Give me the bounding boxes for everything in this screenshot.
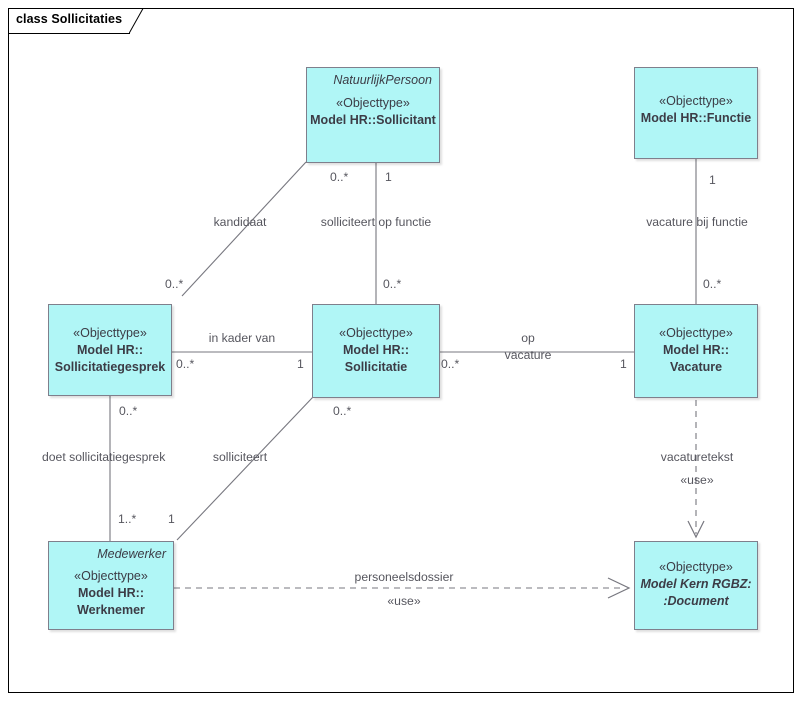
- class-node-werknemer[interactable]: Medewerker «Objecttype» Model HR:: Werkn…: [48, 541, 174, 630]
- mult-in-kader-van-target: 1: [297, 357, 304, 371]
- class-name-vacature-line1: Model HR::: [663, 343, 729, 357]
- class-name-vacature-line2: Vacature: [669, 360, 723, 374]
- class-name-sollicitatie-line2: Sollicitatie: [344, 360, 408, 374]
- diagram-frame-tab: [8, 8, 130, 34]
- class-name-werknemer-line1: Model HR::: [78, 586, 144, 600]
- mult-kandidaat-target: 0..*: [165, 277, 184, 291]
- edge-label-vacature-bij-functie: vacature bij functie: [646, 215, 748, 229]
- edge-label-op-vacature-line1: op: [521, 331, 535, 345]
- class-node-document[interactable]: «Objecttype» Model Kern RGBZ: :Document: [634, 541, 758, 630]
- class-name-document-line2: :Document: [663, 594, 729, 608]
- class-stereotype-werknemer: «Objecttype»: [74, 569, 148, 583]
- class-node-functie[interactable]: «Objecttype» Model HR::Functie: [634, 67, 758, 159]
- edge-label-doet-sollicitatiegesprek: doet sollicitatiegesprek: [42, 450, 166, 464]
- edge-label-op-vacature-line2: vacature: [504, 348, 552, 362]
- class-basename-werknemer: Medewerker: [97, 547, 166, 561]
- diagram-title: class Sollicitaties: [16, 12, 123, 26]
- class-name-functie: Model HR::Functie: [640, 111, 752, 125]
- class-stereotype-sollicitatiegesprek: «Objecttype»: [73, 326, 147, 340]
- edge-stereotype-vacaturetekst: «use»: [680, 473, 714, 487]
- mult-op-vacature-target: 1: [620, 357, 627, 371]
- mult-doet-sollicitatiegesprek-source: 0..*: [119, 404, 138, 418]
- mult-solliciteert-op-functie-target: 0..*: [383, 277, 402, 291]
- mult-op-vacature-source: 0..*: [441, 357, 460, 371]
- mult-solliciteert-op-functie-source: 1: [385, 170, 392, 184]
- mult-solliciteert-target: 1: [168, 512, 175, 526]
- class-stereotype-document: «Objecttype»: [659, 560, 733, 574]
- class-name-sollicitatiegesprek-line1: Model HR::: [77, 343, 143, 357]
- edge-stereotype-personeelsdossier: «use»: [387, 594, 421, 608]
- edge-label-personeelsdossier: personeelsdossier: [354, 570, 454, 584]
- class-basename-sollicitant: NatuurlijkPersoon: [333, 73, 432, 87]
- class-node-sollicitatie[interactable]: «Objecttype» Model HR:: Sollicitatie: [312, 304, 440, 398]
- diagram-frame: [8, 8, 794, 693]
- class-name-sollicitatiegesprek-line2: Sollicitatiegesprek: [54, 360, 166, 374]
- edge-label-solliciteert-op-functie: solliciteert op functie: [320, 215, 432, 229]
- class-stereotype-sollicitant: «Objecttype»: [336, 96, 410, 110]
- mult-vacature-bij-functie-target: 0..*: [703, 277, 722, 291]
- edge-label-vacaturetekst: vacaturetekst: [660, 450, 734, 464]
- mult-in-kader-van-source: 0..*: [176, 357, 195, 371]
- class-name-document-line1: Model Kern RGBZ:: [640, 577, 752, 591]
- class-name-sollicitant: Model HR::Sollicitant: [310, 113, 436, 127]
- edge-label-solliciteert: solliciteert: [212, 450, 268, 464]
- edge-label-kandidaat: kandidaat: [213, 215, 267, 229]
- class-stereotype-sollicitatie: «Objecttype»: [339, 326, 413, 340]
- class-node-sollicitant[interactable]: NatuurlijkPersoon «Objecttype» Model HR:…: [306, 67, 440, 163]
- class-node-vacature[interactable]: «Objecttype» Model HR:: Vacature: [634, 304, 758, 398]
- edge-label-in-kader-van: in kader van: [208, 331, 276, 345]
- mult-kandidaat-source: 0..*: [330, 170, 349, 184]
- diagram-frame-tab-corner: [129, 8, 151, 34]
- class-stereotype-functie: «Objecttype»: [659, 94, 733, 108]
- mult-doet-sollicitatiegesprek-target: 1..*: [118, 512, 137, 526]
- mult-solliciteert-source: 0..*: [333, 404, 352, 418]
- class-node-sollicitatiegesprek[interactable]: «Objecttype» Model HR:: Sollicitatiegesp…: [48, 304, 172, 396]
- class-name-sollicitatie-line1: Model HR::: [343, 343, 409, 357]
- class-stereotype-vacature: «Objecttype»: [659, 326, 733, 340]
- class-name-werknemer-line2: Werknemer: [77, 603, 145, 617]
- mult-vacature-bij-functie-source: 1: [709, 173, 716, 187]
